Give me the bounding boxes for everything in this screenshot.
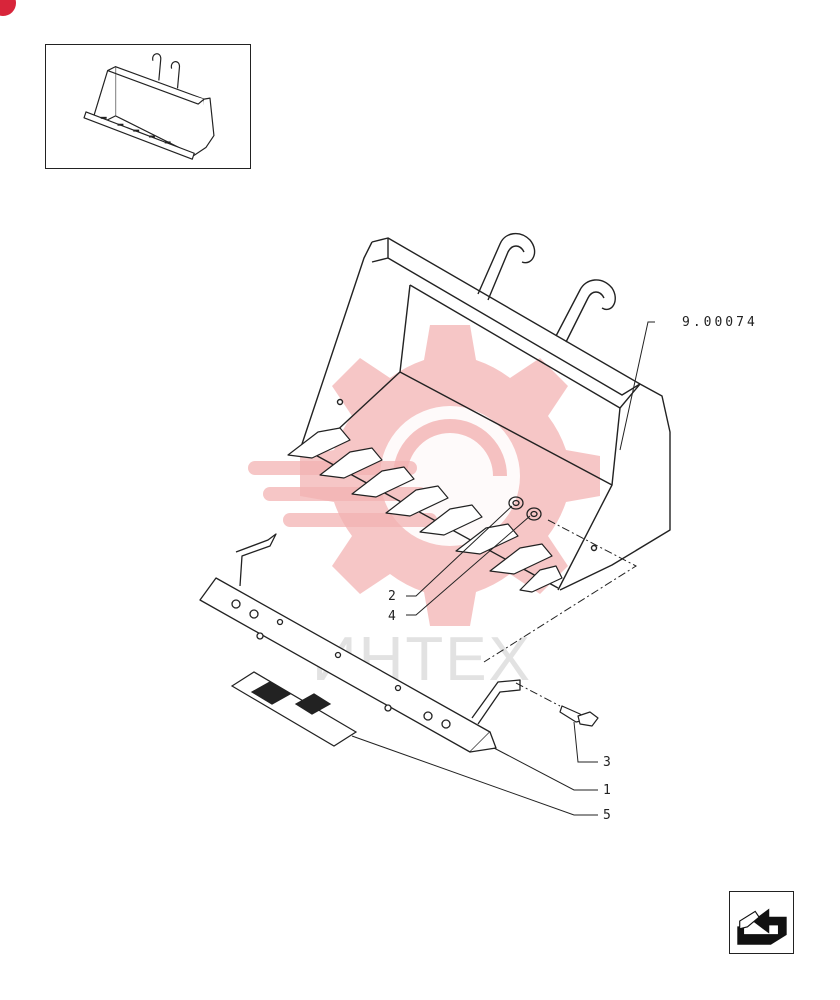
reference-code-label: 9.00074 bbox=[682, 315, 758, 330]
return-arrow-icon bbox=[737, 908, 787, 945]
bucket-thumbnail-icon bbox=[83, 53, 215, 160]
bucket-thumbnail[interactable] bbox=[45, 44, 251, 169]
callout-1: 1 bbox=[603, 783, 611, 798]
return-arrow-button[interactable] bbox=[729, 891, 794, 954]
callout-4: 4 bbox=[388, 609, 396, 624]
red-circle-badge-icon bbox=[0, 0, 16, 16]
bolt-part bbox=[559, 705, 599, 727]
callout-2: 2 bbox=[388, 589, 396, 604]
callout-5: 5 bbox=[603, 808, 611, 823]
washer-parts bbox=[508, 496, 542, 521]
bucket-teeth bbox=[287, 427, 563, 593]
callout-3: 3 bbox=[603, 755, 611, 770]
warning-decal bbox=[230, 671, 358, 747]
cutting-edge-blade bbox=[199, 533, 521, 753]
bucket-body bbox=[299, 233, 671, 591]
